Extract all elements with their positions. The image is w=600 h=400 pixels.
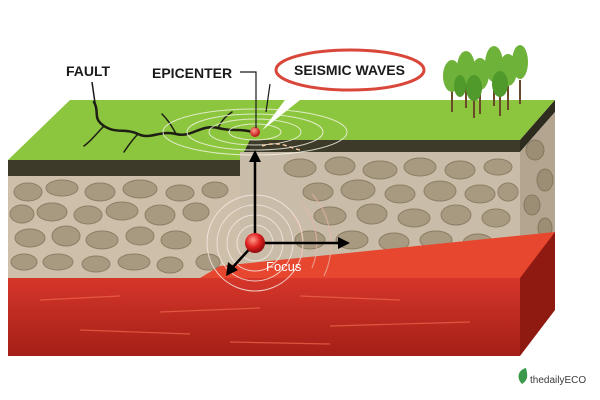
trees — [443, 45, 528, 118]
magma-layer-side — [520, 232, 555, 356]
focus-label: Focus — [266, 259, 302, 274]
focus-wave-arcs — [291, 193, 332, 277]
arrow-right-head — [338, 237, 350, 249]
brand-logo: thedailyECO — [518, 368, 586, 386]
soil-layer-right — [250, 140, 520, 152]
soil-layer-left — [8, 160, 240, 176]
epicenter-label: EPICENTER — [152, 65, 232, 81]
magma-streaks — [39, 295, 471, 345]
soil-layer-side — [520, 100, 555, 152]
brand-name: thedailyECO — [530, 375, 586, 386]
grass-surface-left — [8, 100, 285, 160]
fault-label: FAULT — [66, 63, 111, 79]
wave-path-dashed — [261, 143, 301, 151]
fault-pointer — [91, 81, 97, 111]
leaf-icon — [518, 368, 528, 384]
focus-point — [245, 233, 265, 253]
magma-layer-top — [8, 232, 555, 278]
grass-surface-right — [250, 100, 555, 140]
arrow-up-head — [249, 150, 261, 162]
epicenter-pointer — [240, 71, 257, 128]
seismic-waves-highlight — [274, 48, 426, 92]
crust-block — [8, 100, 555, 356]
seismic-waves-label: SEISMIC WAVES — [294, 62, 405, 78]
stones-left — [9, 179, 229, 274]
arrow-down-left-head — [226, 262, 238, 276]
seismic-waves-pointer — [265, 83, 271, 113]
epicenter-point — [250, 127, 260, 137]
